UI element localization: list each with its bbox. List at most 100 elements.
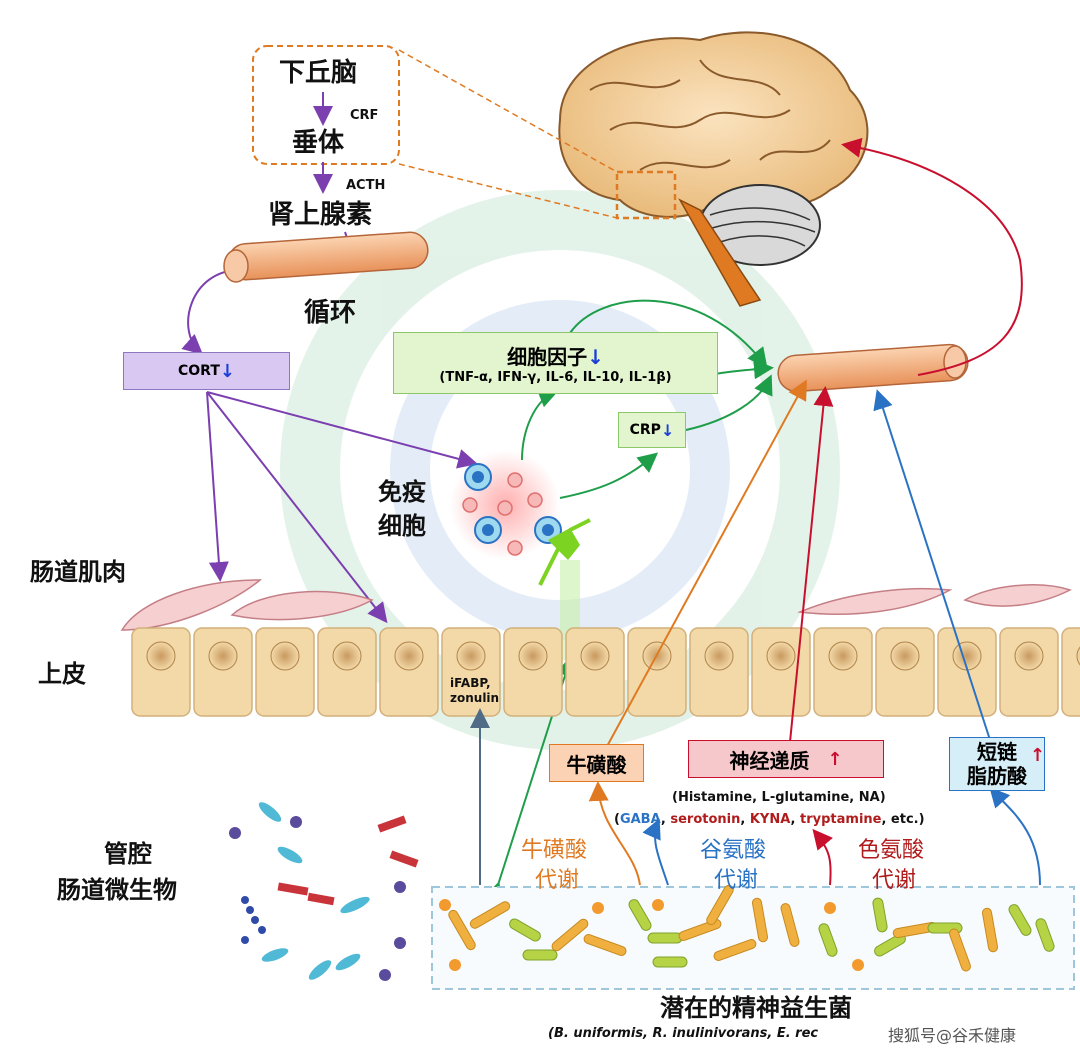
lumen-microbes [229, 802, 419, 981]
oval-bacterium [872, 897, 888, 933]
taurine-metabolism-line1: 牛磺酸 [521, 838, 588, 863]
hypothalamus-label: 下丘脑 [279, 58, 358, 88]
epithelial-cell [813, 627, 873, 717]
epithelial-cell-nucleus [270, 641, 300, 671]
epithelial-cell [193, 627, 253, 717]
scfa-up-arrow: ↑ [1030, 745, 1046, 766]
tryptophan-metabolism-line2: 代谢 [872, 868, 917, 893]
coccus-bacterium [652, 899, 664, 911]
taurine-metabolism-line2: 代谢 [535, 868, 580, 893]
epithelial-cell [999, 627, 1059, 717]
oval-bacterium [1008, 904, 1032, 936]
neurotransmitter-list-2: (GABA, serotonin, KYNA, tryptamine, etc.… [614, 812, 925, 827]
cort-box: CORT↓ [123, 352, 290, 390]
pituitary-label: 垂体 [292, 128, 345, 158]
oval-bacterium [652, 956, 688, 968]
epithelial-cell-nucleus [146, 641, 176, 671]
crp-label: CRP [629, 422, 661, 438]
tryptophan-metabolism-line1: 色氨酸 [858, 838, 925, 863]
epithelial-cell-nucleus [890, 641, 920, 671]
taurine-box: 牛磺酸 [549, 744, 644, 782]
epithelial-cell-nucleus [394, 641, 424, 671]
rod-bacterium [583, 934, 627, 956]
epithelial-cell [379, 627, 439, 717]
cytokine-title: 细胞因子 [507, 345, 588, 369]
immune-cells-label-line2: 细胞 [378, 512, 426, 540]
coccus-bacterium [592, 902, 604, 914]
oval-bacterium [818, 923, 838, 957]
epithelial-cell-nucleus [704, 641, 734, 671]
epithelial-cell [503, 627, 563, 717]
epithelial-cell-nucleus [208, 641, 238, 671]
crf-label: CRF [350, 108, 379, 123]
epithelial-cell [689, 627, 749, 717]
taurine-label: 牛磺酸 [566, 752, 627, 777]
gut-microbes-label: 肠道微生物 [57, 876, 177, 904]
brain-illustration [558, 31, 869, 307]
epithelial-cell-nucleus [580, 641, 610, 671]
epithelial-cell-nucleus [1076, 646, 1080, 666]
circulation-label: 循环 [304, 298, 357, 328]
oval-bacterium [628, 899, 652, 931]
psychobiotics-species: (B. uniformis, R. inulinivorans, E. rec [548, 1026, 819, 1041]
epithelial-cell [565, 627, 625, 717]
cytokine-box: 细胞因子↓ (TNF-α, IFN-γ, IL-6, IL-10, IL-1β) [393, 332, 718, 394]
neurotransmitter-up-arrow: ↑ [827, 748, 843, 770]
epithelium-label: 上皮 [38, 660, 86, 688]
epithelial-cell-nucleus [456, 641, 486, 671]
rod-bacterium [706, 884, 734, 926]
psychobiotics-title: 潜在的精神益生菌 [660, 994, 852, 1022]
adrenal-label: 肾上腺素 [268, 200, 373, 230]
oval-bacterium [1035, 918, 1055, 952]
immune-cells-label-line1: 免疫 [378, 478, 426, 506]
epithelial-cell [875, 627, 935, 717]
acth-label: ACTH [346, 178, 386, 193]
kyna-label: KYNA [749, 812, 791, 827]
neurotransmitter-label: 神经递质 [729, 748, 810, 773]
epithelial-cell [751, 627, 811, 717]
epithelial-cell-nucleus [828, 641, 858, 671]
probiotic-bacteria [439, 884, 1055, 972]
rod-bacterium [448, 909, 476, 951]
immune-cells-cluster [450, 450, 562, 560]
circulation-vessel-left [223, 231, 429, 283]
epithelial-cell [627, 627, 687, 717]
rod-bacterium [780, 903, 800, 947]
scfa-box: 短链 脂肪酸 [949, 737, 1045, 791]
coccus-bacterium [824, 902, 836, 914]
epithelial-cell-nucleus [766, 641, 796, 671]
oval-bacterium [522, 949, 558, 961]
oval-bacterium [647, 932, 683, 944]
epithelial-cell [255, 627, 315, 717]
ifabp-label-line2: zonulin [450, 691, 500, 705]
coccus-bacterium [449, 959, 461, 971]
glutamate-metabolism-line1: 谷氨酸 [700, 838, 767, 863]
epithelial-cell-nucleus [518, 641, 548, 671]
ifabp-label-line1: iFABP, [450, 676, 491, 690]
rod-bacterium [469, 901, 511, 929]
neurotransmitter-list-1: (Histamine, L-glutamine, NA) [672, 790, 886, 805]
coccus-bacterium [852, 959, 864, 971]
neurotransmitter-box: 神经递质 ↑ [688, 740, 884, 778]
glutamate-metabolism-line2: 代谢 [714, 868, 759, 893]
crp-down-arrow: ↓ [660, 420, 675, 440]
scfa-label-line1: 短链 [977, 740, 1017, 764]
watermark-text: 搜狐号@谷禾健康 [884, 1022, 1021, 1046]
cytokine-down-arrow: ↓ [587, 345, 604, 369]
rod-bacterium [551, 918, 589, 952]
oval-bacterium [509, 918, 541, 942]
cort-label: CORT [178, 363, 220, 379]
epithelial-cell [317, 627, 377, 717]
zoom-line-top [398, 49, 618, 173]
epithelial-cell [937, 627, 997, 717]
scfa-label-line2: 脂肪酸 [967, 764, 1027, 788]
rod-bacterium [981, 907, 999, 953]
cort-down-arrow: ↓ [219, 360, 235, 382]
lumen-label: 管腔 [104, 840, 152, 868]
epithelial-cell-nucleus [332, 641, 362, 671]
epithelial-cell-nucleus [1014, 641, 1044, 671]
rod-bacterium [949, 928, 971, 972]
epithelium-layer [131, 627, 1080, 717]
